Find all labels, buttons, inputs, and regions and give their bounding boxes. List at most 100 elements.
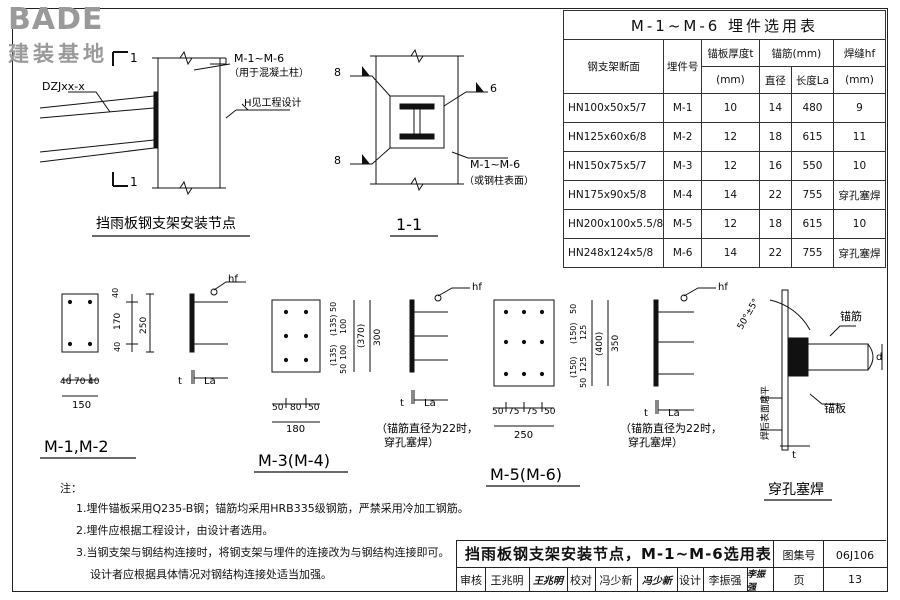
cell-hf: 9 (832, 93, 887, 123)
note-1: 1.埋件锚板采用Q235-B钢；锚筋均采用HRB335级钢筋，严禁采用冷加工钢筋… (76, 502, 469, 515)
th-plate-unit: (mm) (701, 66, 760, 94)
cell-hf: 11 (832, 122, 887, 152)
m56-t: t (644, 408, 648, 419)
plate-m5-m6 (493, 287, 716, 427)
m12-dbot: 40 (113, 342, 122, 352)
table-title: M-1~M-6 埋件选用表 (563, 10, 886, 40)
cell-t: 14 (701, 238, 760, 268)
cell-d: 22 (758, 180, 792, 210)
plug-plate: 锚板 (824, 401, 846, 415)
section-1-1 (350, 48, 508, 192)
logo-chinese: 建装基地 (8, 42, 108, 66)
m56-d2: (150) (569, 322, 578, 344)
cell-la: 755 (790, 238, 834, 268)
cell-hf: 穿孔塞焊 (832, 180, 887, 210)
plug-anchor: 锚筋 (840, 309, 862, 323)
m12-wtotal: 150 (72, 400, 91, 411)
m34-dtotal: 300 (373, 329, 383, 346)
cell-section: HN200x100x5.5/8 (562, 209, 665, 239)
m34-w2: 80 (290, 403, 302, 413)
m12-t: t (178, 376, 182, 387)
cell-hf: 10 (832, 209, 887, 239)
cell-section: HN125x60x6/8 (562, 122, 665, 152)
m56-w4: 50 (544, 407, 556, 417)
m34-w1: 50 (272, 403, 284, 413)
detail-install (39, 50, 290, 196)
m12-dmid: 170 (113, 313, 123, 330)
cell-d: 18 (758, 209, 792, 239)
title-block: 挡雨板钢支架安装节点，M-1~M-6选用表 图集号 06J106 审核 王兆明 … (456, 540, 887, 593)
note-3-cont: 设计者应根据具体情况对钢结构连接处适当加强。 (90, 568, 332, 581)
m34-hf: hf (472, 282, 482, 293)
m34-note2: 穿孔塞焊） (384, 435, 439, 449)
plate-m3-m4 (271, 287, 470, 423)
m34-d3: 100 (339, 319, 348, 334)
cell-t: 12 (701, 122, 760, 152)
m56-d6: 50 (579, 378, 588, 388)
cell-d: 14 (758, 93, 792, 123)
cell-hf: 穿孔塞焊 (832, 238, 887, 268)
m12-dtop: 40 (111, 288, 120, 298)
m34-d1: 50 (329, 302, 338, 312)
plug-t: t (792, 450, 796, 461)
m56-w3: 75 (526, 407, 537, 417)
m34-d5: 100 (339, 345, 348, 360)
cell-t: 12 (701, 209, 760, 239)
cell-la: 615 (790, 209, 834, 239)
checker-signature: 冯少新 (642, 576, 672, 587)
cell-t: 12 (701, 151, 760, 181)
cell-la: 755 (790, 180, 834, 210)
design-label: 设计 (679, 573, 701, 587)
m12-la: La (204, 376, 216, 387)
m34-d6: 50 (339, 364, 348, 374)
plug-weld-detail (760, 289, 883, 451)
drawing-frame (12, 8, 888, 592)
m56-dtotal: 350 (611, 335, 621, 352)
m56-dparen: (400) (595, 332, 605, 356)
drawing-title: 挡雨板钢支架安装节点，M-1~M-6选用表 (465, 545, 772, 563)
m34-la: La (424, 398, 436, 409)
install-embed-tag: M-1~M-6 (234, 52, 284, 65)
install-embed-note: （用于混凝土柱） (229, 66, 309, 79)
th-weld: 焊缝hf (832, 39, 887, 67)
m56-w2: 75 (508, 407, 519, 417)
cell-section: HN100x50x5/7 (562, 93, 665, 123)
m56-wtotal: 250 (514, 430, 533, 441)
checker-name: 冯少新 (599, 573, 633, 587)
th-anchor: 锚筋(mm) (758, 39, 834, 67)
m12-dtotal: 250 (139, 317, 149, 334)
cell-la: 550 (790, 151, 834, 181)
cell-d: 18 (758, 122, 792, 152)
w6: 6 (490, 82, 497, 95)
cell-la: 480 (790, 93, 834, 123)
cell-part: M-6 (663, 238, 703, 268)
cell-section: HN248x124x5/8 (562, 238, 665, 268)
install-sec-top: 1 (130, 51, 138, 65)
review-label: 审核 (460, 573, 482, 587)
install-sec-bot: 1 (130, 175, 138, 189)
install-label: 挡雨板钢支架安装节点 (96, 216, 236, 232)
sec11-embed-tag: M-1~M-6 (470, 158, 520, 171)
m56-d5: 125 (579, 357, 588, 372)
m12-w3: 40 (88, 377, 100, 387)
m56-hf: hf (718, 282, 728, 293)
plug-angle: 50°±5° (736, 297, 762, 331)
designer-signature: 李振强 (747, 569, 766, 593)
cell-part: M-4 (663, 180, 703, 210)
cell-hf: 10 (832, 151, 887, 181)
th-weld-unit: (mm) (832, 66, 887, 94)
logo-brand: BADE (8, 2, 104, 37)
reviewer-signature: 王兆明 (533, 576, 563, 587)
plate-m1-m2 (61, 281, 246, 397)
embed-selection-table: M-1~M-6 埋件选用表 钢支架断面 埋件号 锚板厚度t 锚筋(mm) 焊缝h… (562, 10, 887, 268)
cell-t: 14 (701, 180, 760, 210)
cell-section: HN150x75x5/7 (562, 151, 665, 181)
w8-bot: 8 (334, 154, 341, 167)
install-h-note: H见工程设计 (244, 96, 302, 109)
